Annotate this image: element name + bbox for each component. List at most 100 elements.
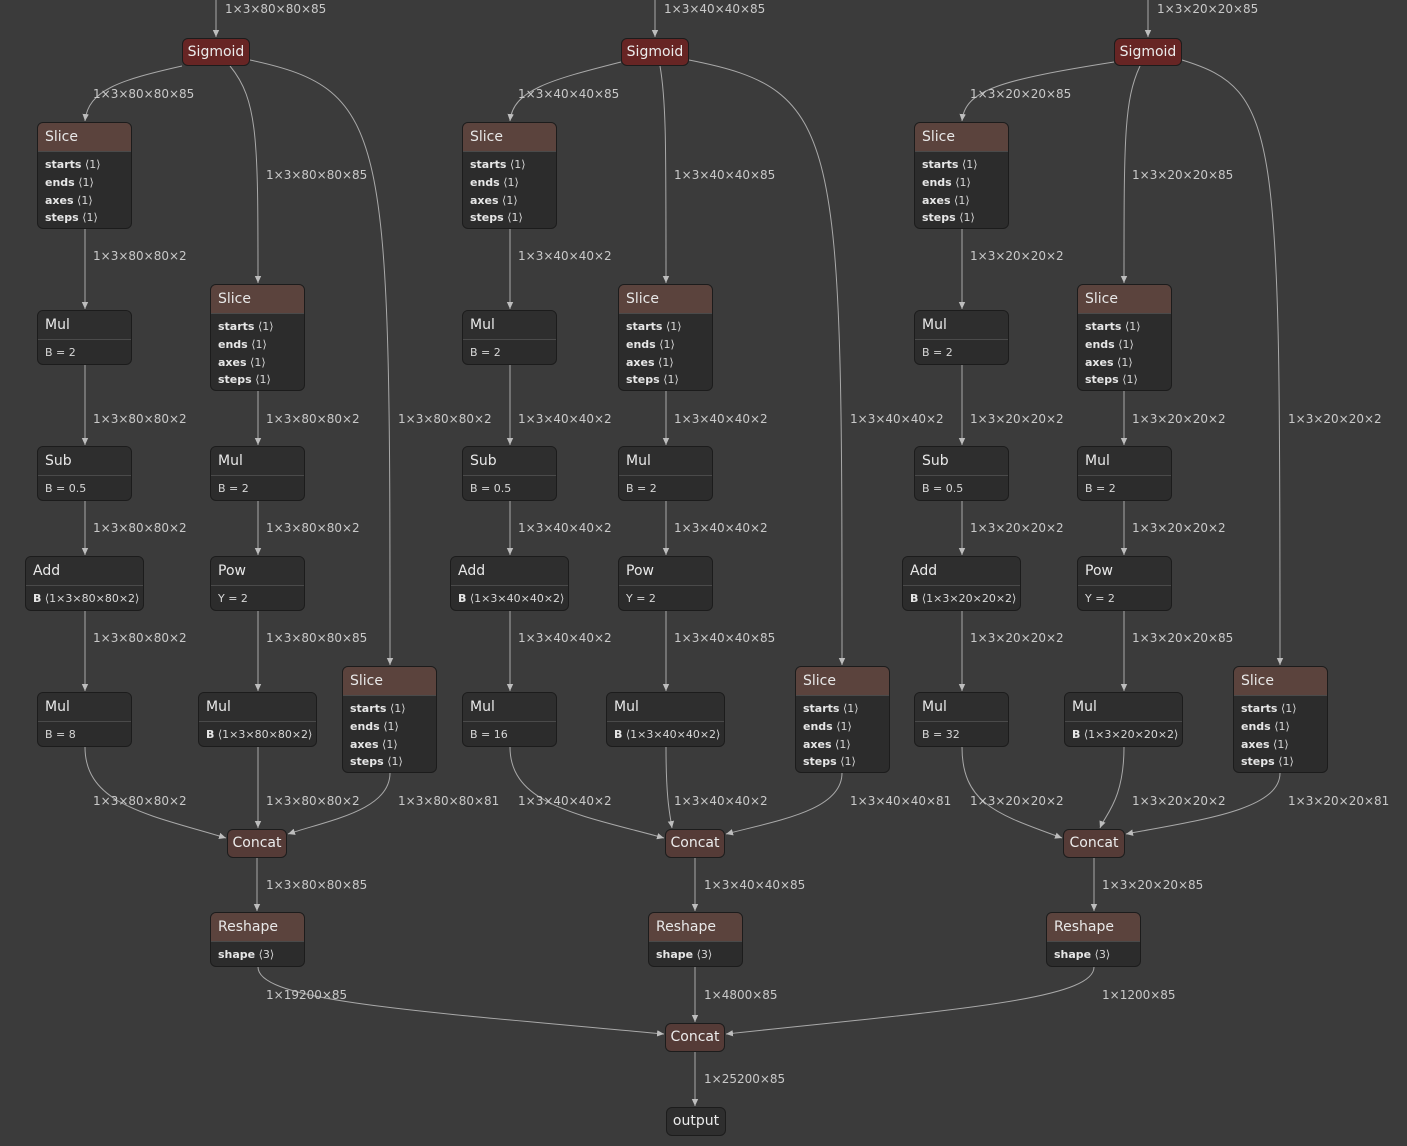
node-attributes: Y = 2 [1078,585,1171,608]
node-attributes: B ⟨1×3×80×80×2⟩ [26,585,143,608]
edge-label: 1×3×40×40×85 [664,2,766,16]
attribute-row: steps ⟨1⟩ [1085,371,1171,389]
node-cat1[interactable]: Concat [227,829,287,858]
node-attributes: Y = 2 [211,585,304,608]
edge-label: 1×3×40×40×2 [518,631,612,645]
attribute-value: B = 16 [470,728,508,741]
edge-29 [959,61,1115,122]
attribute-row: B ⟨1×3×40×40×2⟩ [458,590,568,608]
edge-label: 1×3×40×40×85 [704,878,806,892]
node-sig1[interactable]: Sigmoid [182,38,250,66]
node-title: Add [903,557,1020,585]
attribute-key: shape [1054,948,1092,961]
node-title: Slice [211,285,304,313]
edge-label: 1×3×40×40×2 [518,249,612,263]
node-cat2[interactable]: Concat [665,829,725,858]
node-title: Add [26,557,143,585]
node-m2b[interactable]: Mul B = 2 [618,446,713,501]
node-attributes: B = 32 [915,721,1008,744]
node-attributes: B = 2 [619,475,712,498]
attribute-row: axes ⟨1⟩ [626,354,712,372]
attribute-value: ⟨1⟩ [507,211,523,225]
node-cat3[interactable]: Concat [1063,829,1125,858]
node-attributes: B = 8 [38,721,131,744]
edge-4 [229,65,262,284]
edge-label: 1×3×20×20×2 [970,794,1064,808]
node-attributes: B = 16 [463,721,556,744]
attribute-value: B = 8 [45,728,76,741]
attribute-key: ends [626,337,656,351]
node-attributes: shape ⟨3⟩ [211,941,304,964]
attribute-value: B = 0.5 [922,482,964,495]
attribute-row: shape ⟨3⟩ [1054,946,1140,964]
edge-label: 1×3×20×20×2 [970,412,1064,426]
node-title: Slice [1078,285,1171,313]
attribute-row: starts ⟨1⟩ [470,156,556,174]
attribute-key: starts [1085,320,1122,333]
attribute-value: B = 2 [1085,482,1116,495]
attribute-value: B = 0.5 [45,482,87,495]
node-sig3[interactable]: Sigmoid [1114,38,1182,66]
attribute-value: ⟨1⟩ [503,175,519,189]
edge-10 [84,746,227,840]
attribute-key: axes [350,737,379,751]
attribute-value: ⟨1⟩ [959,211,975,225]
node-title: Reshape [649,913,742,941]
node-title: Mul [38,311,131,339]
node-out[interactable]: output [666,1107,726,1136]
attribute-key: ends [350,719,380,733]
attribute-row: Y = 2 [626,590,712,608]
node-attributes: shape ⟨3⟩ [1047,941,1140,964]
edge-label: 1×19200×85 [266,988,348,1002]
attribute-value: ⟨3⟩ [258,948,275,961]
node-sig2[interactable]: Sigmoid [621,38,689,66]
edge-label: 1×3×20×20×85 [1157,2,1259,16]
node-m1b[interactable]: Mul B = 2 [210,446,305,501]
attribute-value: B = 0.5 [470,482,512,495]
node-attributes: B = 0.5 [463,475,556,498]
edge-40 [1099,746,1125,829]
node-title: Mul [211,447,304,475]
attribute-key: starts [922,158,959,171]
node-attributes: B = 2 [463,339,556,362]
attribute-row: B = 2 [626,480,712,498]
attribute-value: B = 2 [218,482,249,495]
attribute-row: ends ⟨1⟩ [218,336,304,354]
node-title: Mul [619,447,712,475]
node-catf[interactable]: Concat [665,1023,725,1052]
attribute-value: ⟨1⟩ [382,737,398,751]
edge-30 [1120,65,1141,284]
